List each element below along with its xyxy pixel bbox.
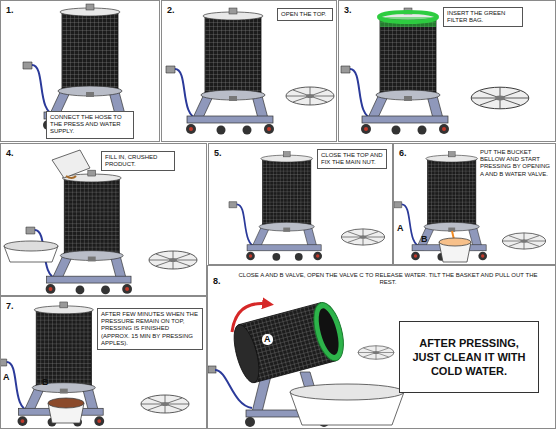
crushed-product [66,176,76,178]
press-lid [471,87,529,109]
step-number: 3. [344,5,364,15]
valve-letter: B [421,235,428,244]
instruction-box: AFTER FEW MINUTES WHEN THE PRESSURE REMA… [97,308,203,350]
step-panel: 1. CONNECT THE HOSE TO THE PRESS AND WATE… [0,0,160,142]
instruction-text: AFTER FEW MINUTES WHEN THE PRESSURE REMA… [101,311,199,347]
valve-letter: B [42,378,49,387]
basket-opening [315,306,343,357]
tilt-arrow [232,304,268,332]
filter-bag [380,17,436,27]
step-number: 1. [6,5,26,15]
wheel [245,417,255,427]
valve-letter: A [262,334,273,345]
instruction-box: FILL IN, CRUSHED PRODUCT. [101,151,175,171]
press-lid [358,346,394,360]
fruit-press [229,152,322,261]
product-tub-rim [4,241,58,251]
basket-bottom [229,322,264,385]
step-number: 8. [213,276,233,286]
step-number: 6. [399,148,419,158]
fruit-press [26,170,132,294]
instruction-box: OPEN THE TOP. [277,8,333,21]
instruction-box: CLOSE THE TOP AND FIX THE MAIN NUT. [317,149,387,169]
instruction-text: PUT THE BUCKET BELLOW AND START PRESSING… [480,149,554,178]
fruit-press [0,302,104,427]
instruction-text: CONNECT THE HOSE TO THE PRESS AND WATER … [50,114,130,136]
valve-letter: A [397,224,404,233]
instruction-text: FILL IN, CRUSHED PRODUCT. [105,154,171,168]
instruction-text: OPEN THE TOP. [281,11,329,18]
press-lid [341,229,384,245]
press-lid [141,395,189,413]
instruction-box: INSERT THE GREEN FILTER BAG. [443,7,523,27]
press-lid [502,233,545,249]
water-tap [208,366,216,373]
bucket-rim [439,238,471,246]
fruit-press [166,8,274,135]
note-text: AFTER PRESSING, JUST CLEAN IT WITH COLD … [405,336,533,379]
press-lid [149,251,197,269]
note-box: AFTER PRESSING, JUST CLEAN IT WITH COLD … [399,321,539,393]
step-number: 7. [6,301,26,311]
juice-in-bucket [48,398,84,408]
step-number: 2. [167,5,187,15]
step-panel: 5. CLOSE THE TOP AND FIX THE MAIN NUT. [208,143,393,265]
instruction-text: CLOSE THE TOP AND FIX THE MAIN NUT. [321,152,383,166]
step-number: 5. [214,148,234,158]
press-lid [286,87,334,105]
step-panel: 3. INSERT THE GREEN FILTER BAG. [338,0,556,142]
step-number: 4. [6,148,26,158]
instruction-text: CLOSE A AND B VALVE, OPEN THE VALVE C TO… [238,272,538,286]
step-panel: 2. OPEN THE TOP. [161,0,337,142]
pouring-bucket [52,150,90,178]
filter-bag-rim [308,299,349,364]
valve-letter: A [3,373,10,382]
step-panel: 8. CLOSE A AND B VALVE, OPEN THE VALVE C … [207,265,556,429]
step-panel: 6. PUT THE BUCKET BELLOW AND START PRESSI… [393,143,556,265]
step-panel: 7. AFTER FEW MINUTES WHEN THE PRESSURE RE… [0,296,207,429]
step-panel: 4. FILL IN, CRUSHED PRODUCT. [0,143,207,296]
waste-tub-rim [290,384,404,400]
instruction-box: CONNECT THE HOSE TO THE PRESS AND WATER … [46,111,134,139]
fruit-press [341,8,449,135]
instruction-text: INSERT THE GREEN FILTER BAG. [447,10,519,24]
